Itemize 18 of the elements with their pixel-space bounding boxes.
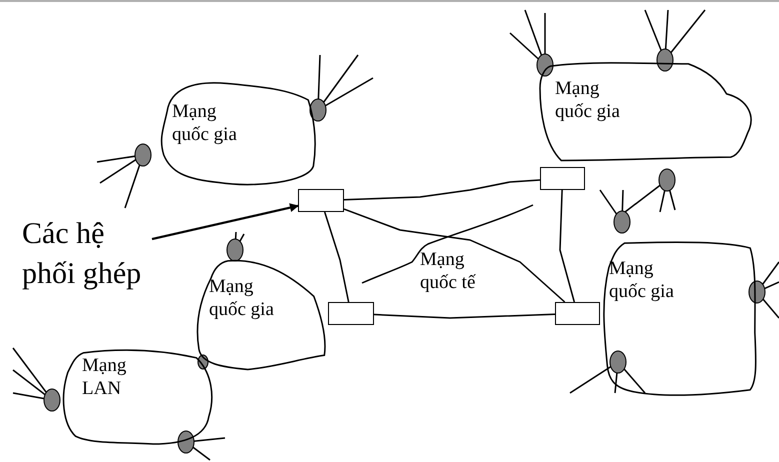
network-link	[559, 190, 576, 302]
network-link	[374, 314, 556, 319]
network-label: Mạng quốc tế	[420, 248, 477, 294]
network-link	[344, 179, 540, 200]
network-label: Mạng quốc gia	[209, 275, 275, 321]
gateway-box	[540, 167, 585, 190]
callout-text: Các hệ phối ghép	[22, 216, 142, 292]
network-cloud	[60, 348, 215, 446]
gateway-box	[328, 302, 374, 325]
network-label: Mạng quốc gia	[609, 257, 675, 303]
arrow	[152, 203, 299, 240]
network-label: Mạng LAN	[82, 354, 128, 400]
network-label: Mạng quốc gia	[555, 77, 621, 123]
network-link	[324, 212, 350, 302]
gateway-box	[298, 189, 344, 212]
gateway-box	[555, 302, 600, 325]
network-link	[344, 208, 566, 303]
network-label: Mạng quốc gia	[172, 100, 238, 146]
